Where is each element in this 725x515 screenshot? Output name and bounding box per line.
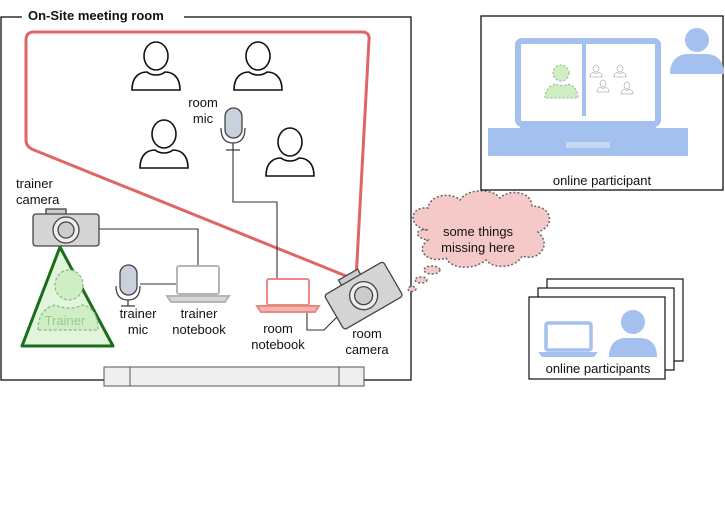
trainer-camera-label-2: camera	[16, 192, 60, 207]
room-notebook-label-2: notebook	[251, 337, 305, 352]
cables	[99, 150, 339, 331]
trainer-mic-icon	[115, 264, 141, 307]
whiteboard	[103, 366, 365, 387]
trainer-camera-label-1: trainer	[16, 176, 54, 191]
person-icon	[139, 119, 189, 169]
online-participants-panel	[528, 278, 684, 380]
trainer-notebook-icon	[165, 265, 231, 303]
trainer-notebook-label-2: notebook	[172, 322, 226, 337]
room-notebook-icon	[255, 278, 321, 313]
thought-cloud	[407, 190, 551, 293]
cloud-text-2: missing here	[441, 240, 515, 255]
online-participant-panel	[480, 15, 724, 191]
trainer-notebook-label-1: trainer	[181, 306, 219, 321]
trainer-mic-label-2: mic	[128, 322, 149, 337]
person-icon	[131, 41, 181, 91]
trainer-icon	[37, 269, 99, 331]
camera-view-frame	[24, 30, 371, 282]
online-participants-label: online participants	[546, 361, 651, 376]
cloud-text-1: some things	[443, 224, 514, 239]
room-camera-icon	[324, 261, 403, 330]
online-participant-label: online participant	[553, 173, 652, 188]
trainer-mic-label-1: trainer	[120, 306, 158, 321]
person-icon	[265, 127, 315, 177]
room-title: On-Site meeting room	[28, 8, 164, 23]
trainer-label: Trainer	[45, 313, 86, 328]
trainer-camera-icon	[32, 208, 100, 247]
room-camera-label-2: camera	[345, 342, 389, 357]
room-mic-icon	[220, 107, 246, 151]
room-mic-label-1: room	[188, 95, 218, 110]
room-camera-label-1: room	[352, 326, 382, 341]
person-icon	[233, 41, 283, 91]
room-notebook-label-1: room	[263, 321, 293, 336]
online-person-icon	[670, 28, 724, 74]
trainer-thumb-icon	[544, 64, 579, 99]
room-attendees	[131, 41, 315, 177]
online-person-icon	[609, 310, 657, 357]
room-mic-label-2: mic	[193, 111, 214, 126]
